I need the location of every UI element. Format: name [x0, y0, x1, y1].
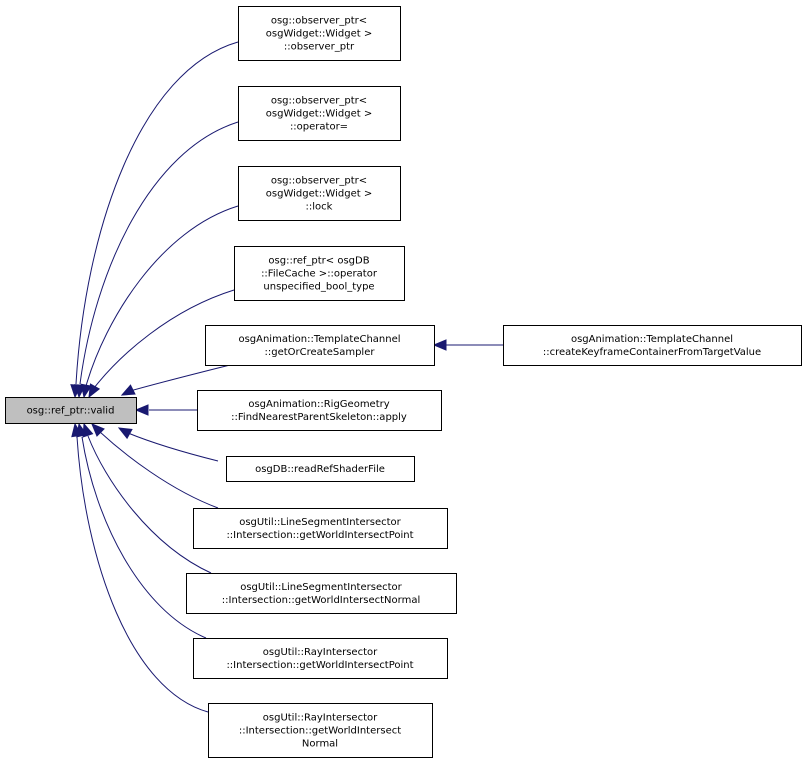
node-label-line: ::FileCache >::operator	[261, 269, 378, 280]
edge-line	[127, 432, 219, 462]
edge-refptr_bool-to-valid	[88, 289, 235, 399]
arrowhead-icon	[134, 404, 149, 416]
arrowhead-icon	[80, 383, 92, 399]
node-label-line: ::operator=	[290, 122, 348, 133]
node-create_kf[interactable]: osgAnimation::TemplateChannel::createKey…	[503, 325, 802, 366]
node-label-line: ::getOrCreateSampler	[265, 347, 376, 358]
node-lsi_point[interactable]: osgUtil::LineSegmentIntersector::Interse…	[193, 508, 448, 549]
focus-node-valid: osg::ref_ptr::valid	[5, 397, 137, 424]
arrowhead-icon	[120, 384, 136, 396]
node-refptr_bool[interactable]: osg::ref_ptr< osgDB::FileCache >::operat…	[234, 246, 405, 301]
node-label-line: osgDB::readRefShaderFile	[255, 464, 385, 475]
nodes-layer: osg::ref_ptr::validosg::observer_ptr<osg…	[5, 6, 802, 758]
node-box[interactable]	[208, 703, 433, 758]
node-label-line: osgUtil::RayIntersector	[263, 647, 378, 658]
node-label-line: ::lock	[306, 202, 333, 213]
arrowhead-icon	[432, 339, 447, 351]
node-box[interactable]	[238, 86, 401, 141]
node-label-line: ::observer_ptr	[284, 42, 355, 53]
node-label-line: osg::observer_ptr<	[271, 176, 367, 187]
node-box[interactable]	[503, 325, 802, 366]
node-box[interactable]	[238, 166, 401, 221]
node-box[interactable]	[193, 508, 448, 549]
node-obs_lock[interactable]: osg::observer_ptr<osgWidget::Widget >::l…	[238, 166, 401, 221]
edge-line	[99, 431, 219, 509]
node-obs_ctor[interactable]: osg::observer_ptr<osgWidget::Widget >::o…	[238, 6, 401, 61]
node-box[interactable]	[238, 6, 401, 61]
node-label-line: ::createKeyframeContainerFromTargetValue	[543, 347, 761, 358]
node-label-line: osgUtil::LineSegmentIntersector	[240, 582, 402, 593]
node-label-line: osgUtil::RayIntersector	[263, 713, 378, 724]
node-label-line: osgWidget::Widget >	[266, 29, 372, 40]
node-label-line: osg::ref_ptr< osgDB	[268, 256, 369, 267]
edge-get_sampler-to-valid	[120, 364, 231, 396]
edge-rig_apply-to-valid	[134, 404, 197, 416]
arrowhead-icon	[91, 423, 105, 437]
edge-line	[129, 364, 231, 392]
edge-read_shader-to-valid	[117, 427, 219, 462]
edge-line	[87, 435, 212, 574]
node-box[interactable]	[226, 456, 415, 482]
edge-obs_lock-to-valid	[80, 205, 239, 399]
node-box[interactable]	[193, 638, 448, 679]
node-label-line: unspecified_bool_type	[263, 282, 374, 293]
node-label-line: ::Intersection::getWorldIntersectPoint	[226, 660, 413, 671]
edge-lsi_normal-to-valid	[82, 422, 212, 574]
node-label-line: osg::observer_ptr<	[271, 96, 367, 107]
edge-line	[93, 289, 235, 389]
node-ri_normal[interactable]: osgUtil::RayIntersector::Intersection::g…	[208, 703, 433, 758]
node-label-line: ::Intersection::getWorldIntersectPoint	[226, 530, 413, 541]
node-label-line: Normal	[302, 739, 338, 750]
arrowhead-icon	[117, 427, 133, 440]
node-box[interactable]	[186, 573, 457, 614]
node-read_shader[interactable]: osgDB::readRefShaderFile	[226, 456, 415, 482]
node-rig_apply[interactable]: osgAnimation::RigGeometry::FindNearestPa…	[197, 390, 442, 431]
node-box[interactable]	[197, 390, 442, 431]
node-label-line: osgAnimation::RigGeometry	[248, 399, 389, 410]
node-label-line: osg::ref_ptr::valid	[27, 406, 115, 417]
node-box[interactable]	[234, 246, 405, 301]
node-get_sampler[interactable]: osgAnimation::TemplateChannel::getOrCrea…	[205, 325, 435, 366]
edge-ri_normal-to-valid	[71, 422, 209, 713]
node-label-line: ::Intersection::getWorldIntersect	[239, 726, 401, 737]
edge-line	[75, 41, 239, 385]
edge-line	[76, 436, 209, 713]
node-label-line: ::FindNearestParentSkeleton::apply	[231, 412, 407, 423]
edge-line	[85, 205, 239, 387]
edge-line	[81, 436, 207, 639]
node-ri_point[interactable]: osgUtil::RayIntersector::Intersection::g…	[193, 638, 448, 679]
node-label-line: osgUtil::LineSegmentIntersector	[239, 517, 401, 528]
node-lsi_normal[interactable]: osgUtil::LineSegmentIntersector::Interse…	[186, 573, 457, 614]
node-label-line: ::Intersection::getWorldIntersectNormal	[222, 595, 420, 606]
node-label-line: osgAnimation::TemplateChannel	[238, 334, 400, 345]
arrowhead-icon	[88, 383, 101, 399]
edge-line	[79, 121, 239, 385]
edge-create_kf-to-get_sampler	[432, 339, 503, 351]
node-label-line: osgAnimation::TemplateChannel	[571, 334, 733, 345]
node-box[interactable]	[205, 325, 435, 366]
node-obs_assign[interactable]: osg::observer_ptr<osgWidget::Widget >::o…	[238, 86, 401, 141]
node-label-line: osgWidget::Widget >	[266, 109, 372, 120]
edges-layer	[70, 41, 503, 713]
node-label-line: osg::observer_ptr<	[271, 16, 367, 27]
node-box	[5, 397, 137, 424]
arrowhead-icon	[71, 422, 83, 438]
edge-lsi_point-to-valid	[91, 423, 219, 509]
node-label-line: osgWidget::Widget >	[266, 189, 372, 200]
